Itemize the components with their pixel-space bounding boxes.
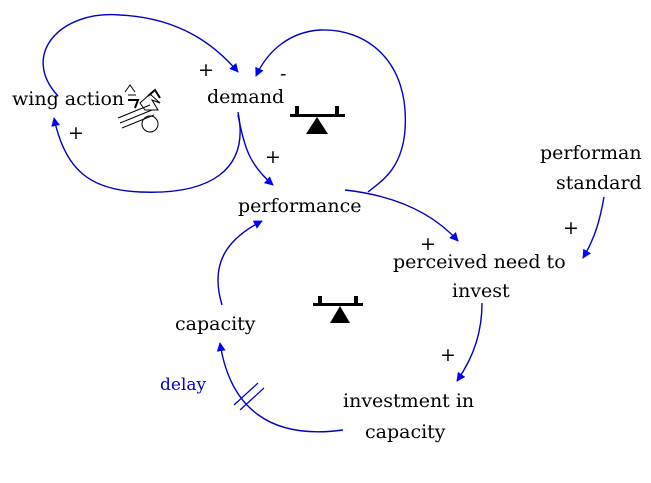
balance-icon: [313, 296, 363, 323]
node-investment: capacity: [365, 421, 446, 443]
balance-icon: [290, 106, 345, 134]
link-demand-to-word: [51, 111, 241, 193]
node-investment: investment in: [343, 390, 474, 412]
link-performance-to-need: [344, 189, 459, 242]
polarity-need-to-investment: +: [440, 344, 456, 366]
delay-label: delay: [160, 375, 207, 395]
node-word-of-mouth: wing action: [12, 88, 124, 110]
link-capacity-to-performance: [217, 220, 263, 306]
link-need-to-investment: [456, 302, 483, 382]
polarity-standard-to-need: +: [563, 217, 579, 239]
node-perceived-need: invest: [452, 280, 510, 302]
node-demand: demand: [207, 86, 284, 108]
node-performance: performance: [238, 195, 362, 217]
node-performance-standard: standard: [556, 172, 642, 194]
delay-mark: [233, 382, 265, 411]
link-demand-performance-loop: [255, 29, 407, 193]
node-capacity: capacity: [175, 313, 256, 335]
people-icon: [117, 84, 161, 133]
link-investment-to-capacity: [216, 342, 344, 433]
polarity-demand-to-loop2: -: [280, 63, 286, 85]
polarity-performance-to-need: +: [420, 233, 436, 255]
node-performance-standard: performan: [540, 142, 642, 164]
polarity-loop-to-word: +: [68, 122, 84, 144]
polarity-loop-to-demand: +: [198, 59, 214, 81]
link-demand-to-performance: [237, 114, 274, 186]
node-perceived-need: perceived need to: [393, 251, 566, 273]
link-word-to-demand: [42, 13, 239, 97]
polarity-demand-to-performance: +: [265, 146, 281, 168]
link-standard-to-need: [582, 196, 605, 259]
